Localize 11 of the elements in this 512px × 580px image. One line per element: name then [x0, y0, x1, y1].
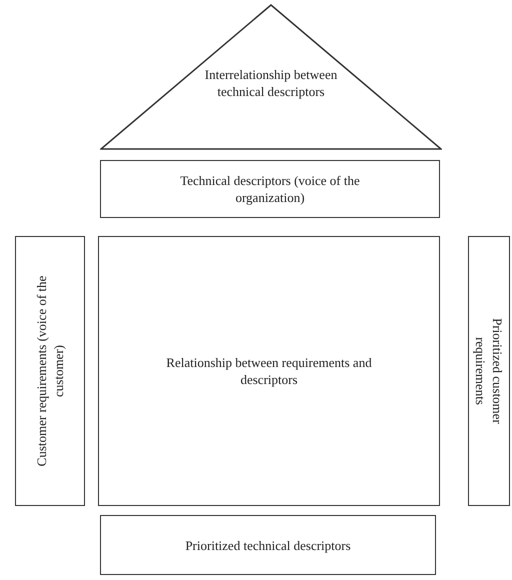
section-label: Prioritized customer requirements — [472, 317, 506, 426]
section-box — [100, 515, 436, 575]
section-label: Customer requirements (voice of the customer) — [33, 274, 67, 468]
section-box — [98, 236, 440, 506]
section-label: Relationship between requirements and descriptors — [165, 354, 373, 388]
roof-label: Interrelationship between technical descriptors — [204, 66, 338, 100]
section-box — [15, 236, 85, 506]
section-label: Technical descriptors (voice of the organization) — [179, 172, 361, 206]
section-box — [468, 236, 510, 506]
section-label: Prioritized technical descriptors — [184, 536, 352, 554]
section-box — [100, 160, 440, 218]
